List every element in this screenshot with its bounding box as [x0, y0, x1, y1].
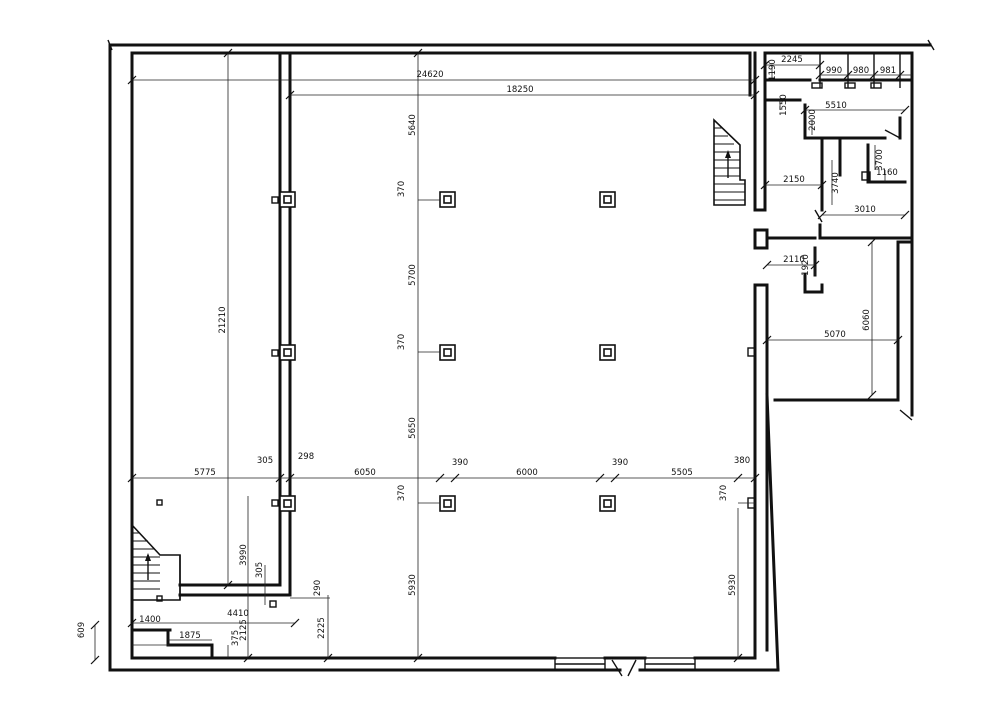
dim-bay-1: 6050	[354, 468, 376, 478]
dim-wall-305-b: 305	[255, 562, 265, 578]
dim-col-size: 370	[397, 181, 407, 197]
dim-wc-2150: 2150	[783, 175, 805, 185]
dim-bay-3: 5505	[671, 468, 693, 478]
dim-wc-1160: 1160	[876, 168, 898, 178]
dim-375: 375	[231, 630, 241, 646]
dim-wc-2245: 2245	[781, 55, 803, 65]
dim-2225: 2225	[317, 617, 327, 639]
dim-wc-1190: 1190	[768, 59, 778, 81]
dim-1400: 1400	[139, 615, 161, 625]
dim-bay-2: 6000	[516, 468, 538, 478]
dim-wc-981: 981	[880, 66, 896, 76]
dim-1875: 1875	[179, 631, 201, 641]
dim-col-390: 390	[612, 458, 628, 468]
dim-wc-3010: 3010	[854, 205, 876, 215]
dim-rm-2110: 2110	[783, 255, 805, 265]
dim-col-size: 370	[719, 485, 729, 501]
dimension-lines	[90, 48, 912, 665]
dim-span-bottom-right: 5930	[728, 574, 738, 596]
outer-walls	[107, 39, 935, 677]
dim-rm-5070: 5070	[824, 330, 846, 340]
dim-span-low: 5650	[408, 417, 418, 439]
dim-span-mid: 5700	[408, 264, 418, 286]
dim-col-size: 370	[397, 485, 407, 501]
dim-wc-3700: 3700	[875, 149, 885, 171]
dim-wc-5510: 5510	[825, 101, 847, 111]
dim-stair-3990: 3990	[239, 544, 249, 566]
dim-wall-305: 305	[257, 456, 273, 466]
dim-total-width: 24620	[416, 70, 443, 80]
dim-left-height: 21210	[218, 306, 228, 333]
dim-wall-290: 290	[313, 580, 323, 596]
dim-wc-990: 990	[826, 66, 842, 76]
dimension-labels: 24620 18250 21210 5640 5700 5650 5930 59…	[77, 55, 898, 646]
dim-wall-380: 380	[734, 456, 750, 466]
dim-wc-2000: 2000	[808, 109, 818, 131]
dim-wc-3740: 3740	[831, 172, 841, 194]
dim-2125: 2125	[239, 619, 249, 641]
dim-inner-width: 18250	[506, 85, 533, 95]
dim-col-390: 390	[452, 458, 468, 468]
dim-rm-6060: 6060	[862, 309, 872, 331]
columns	[156, 191, 756, 608]
stair-upper	[713, 118, 746, 206]
dim-col-size: 370	[397, 334, 407, 350]
dim-span-bottom-left: 5930	[408, 574, 418, 596]
interior-partitions	[130, 51, 292, 660]
dim-wc-1550: 1550	[779, 94, 789, 116]
dim-span-top: 5640	[408, 114, 418, 136]
dim-rm-1920: 1920	[801, 254, 811, 276]
dim-wall-298: 298	[298, 452, 314, 462]
dim-bay-left: 5775	[194, 468, 216, 478]
dim-wc-980: 980	[853, 66, 869, 76]
dim-609: 609	[77, 622, 87, 638]
dim-4410: 4410	[227, 609, 249, 619]
stair-lower	[131, 522, 181, 601]
